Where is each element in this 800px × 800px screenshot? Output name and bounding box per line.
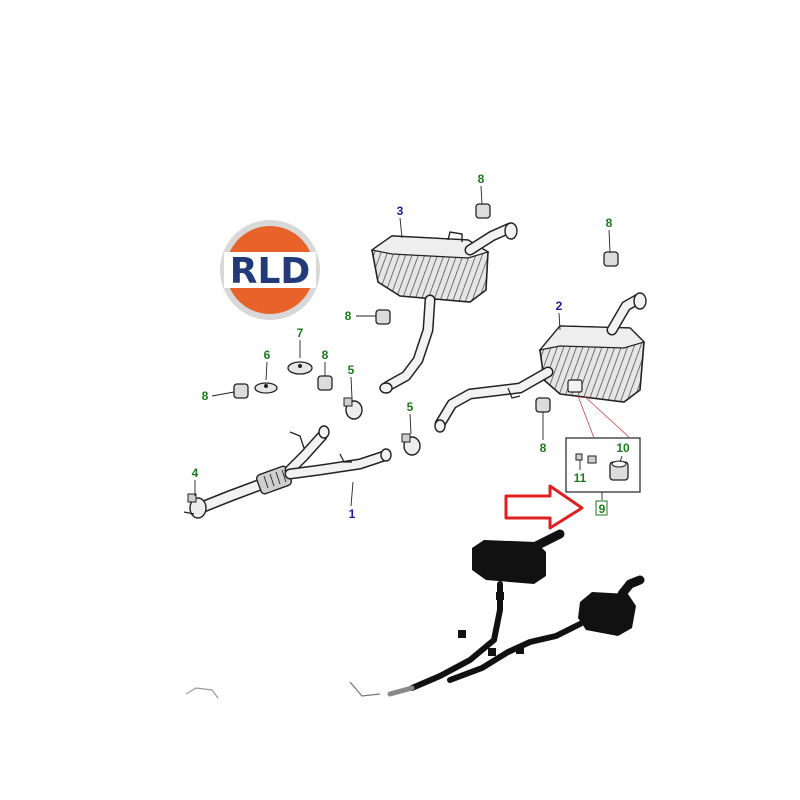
- callout-8c: 8: [345, 309, 352, 323]
- rubber-mount-8d: [317, 375, 333, 391]
- callout-6: 6: [264, 348, 271, 362]
- bolt-11: [575, 453, 597, 464]
- callout-8a: 8: [478, 172, 485, 186]
- heat-shield-plate-7: [287, 361, 313, 375]
- callout-labels: 1 2 3 4 5 5 6 7 8 8 8 8 8 8 9 10 11: [192, 172, 630, 521]
- callout-1: 1: [349, 507, 356, 521]
- callout-8f: 8: [540, 441, 547, 455]
- detail-box: [565, 395, 641, 493]
- clamp-5a: [343, 397, 363, 420]
- highlight-arrow: [504, 484, 584, 530]
- callout-8e: 8: [202, 389, 209, 403]
- logo-text: RLD: [230, 251, 311, 292]
- callout-7: 7: [297, 326, 304, 340]
- callout-8b: 8: [606, 216, 613, 230]
- rear-left-silencer: [370, 222, 518, 303]
- callout-2: 2: [556, 299, 563, 313]
- flex-joint: [255, 465, 293, 495]
- clamp-5b: [401, 433, 421, 456]
- callout-9: 9: [599, 502, 606, 516]
- rubber-mount-8c: [375, 309, 391, 325]
- callout-10: 10: [616, 441, 630, 455]
- rubber-mount-8e: [233, 383, 249, 399]
- callout-11: 11: [574, 471, 587, 485]
- callout-4: 4: [192, 466, 199, 480]
- callout-8d: 8: [322, 348, 329, 362]
- callout-3: 3: [397, 204, 404, 218]
- front-y-pipe: [194, 425, 392, 514]
- heat-shield-plate-6: [254, 382, 278, 394]
- right-intermediate-pipe: [434, 366, 554, 433]
- system-silhouette: [185, 529, 645, 699]
- clamp-4: [183, 493, 207, 519]
- leader-lines: [194, 185, 623, 507]
- tailpipe-trim-10: [609, 460, 629, 481]
- rld-logo: RLD: [220, 220, 320, 320]
- rubber-mount-8a: [475, 203, 491, 219]
- callout-9-box: [595, 500, 608, 516]
- rubber-mount-8f: [535, 397, 551, 413]
- callout-5a: 5: [348, 363, 355, 377]
- left-downpipe: [379, 294, 436, 394]
- rubber-mount-8b: [603, 251, 619, 267]
- callout-5b: 5: [407, 400, 414, 414]
- logo-band: [224, 252, 316, 288]
- rear-right-silencer: [538, 292, 647, 403]
